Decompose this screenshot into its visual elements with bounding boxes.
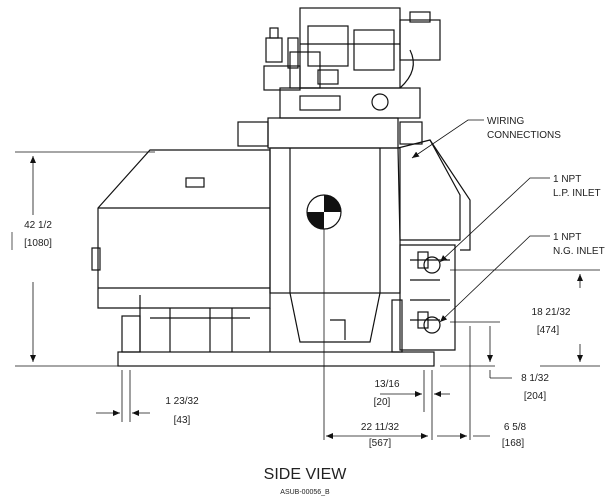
right-offset-imperial: 8 1/32 bbox=[521, 373, 549, 384]
right-extent-metric: [168] bbox=[502, 438, 524, 449]
lp-label-line1: 1 NPT bbox=[553, 174, 581, 185]
dimension-right-extent: 6 5/8 [168] bbox=[437, 326, 527, 449]
inlet-height-metric: [474] bbox=[537, 325, 559, 336]
leg-metric: [43] bbox=[174, 415, 191, 426]
cg-imperial: 22 11/32 bbox=[361, 422, 400, 433]
dimension-right-offset: 8 1/32 [204] bbox=[440, 321, 549, 402]
dimension-small: 13/16 [20] bbox=[374, 370, 450, 440]
callout-ng-inlet: 1 NPT N.G. INLET bbox=[439, 232, 605, 323]
boiler-unit bbox=[91, 7, 471, 367]
small-imperial: 13/16 bbox=[374, 379, 399, 390]
right-offset-metric: [204] bbox=[524, 391, 546, 402]
wiring-label-line2: CONNECTIONS bbox=[487, 130, 561, 141]
cg-metric: [567] bbox=[369, 438, 391, 449]
callout-wiring: WIRING CONNECTIONS bbox=[411, 116, 561, 159]
dimension-leg: 1 23/32 [43] bbox=[96, 370, 199, 426]
dimension-inlet-height: 18 21/32 [474] bbox=[450, 269, 600, 367]
ng-label-line2: N.G. INLET bbox=[553, 246, 605, 257]
height-imperial: 42 1/2 bbox=[24, 220, 52, 231]
view-title: SIDE VIEW bbox=[264, 466, 348, 483]
leg-imperial: 1 23/32 bbox=[165, 396, 199, 407]
height-metric: [1080] bbox=[24, 238, 52, 249]
dimension-height: 42 1/2 [1080] bbox=[11, 151, 155, 367]
callout-lp-inlet: 1 NPT L.P. INLET bbox=[439, 174, 601, 263]
inlet-height-imperial: 18 21/32 bbox=[532, 307, 571, 318]
wiring-label-line1: WIRING bbox=[487, 116, 524, 127]
small-metric: [20] bbox=[374, 397, 391, 408]
ng-label-line1: 1 NPT bbox=[553, 232, 581, 243]
dimension-center-of-gravity: 22 11/32 [567] bbox=[326, 422, 428, 449]
drawing-number: ASUB-00056_B bbox=[280, 489, 330, 496]
right-extent-imperial: 6 5/8 bbox=[504, 422, 527, 433]
center-of-gravity-symbol bbox=[306, 194, 342, 440]
lp-label-line2: L.P. INLET bbox=[553, 188, 601, 199]
